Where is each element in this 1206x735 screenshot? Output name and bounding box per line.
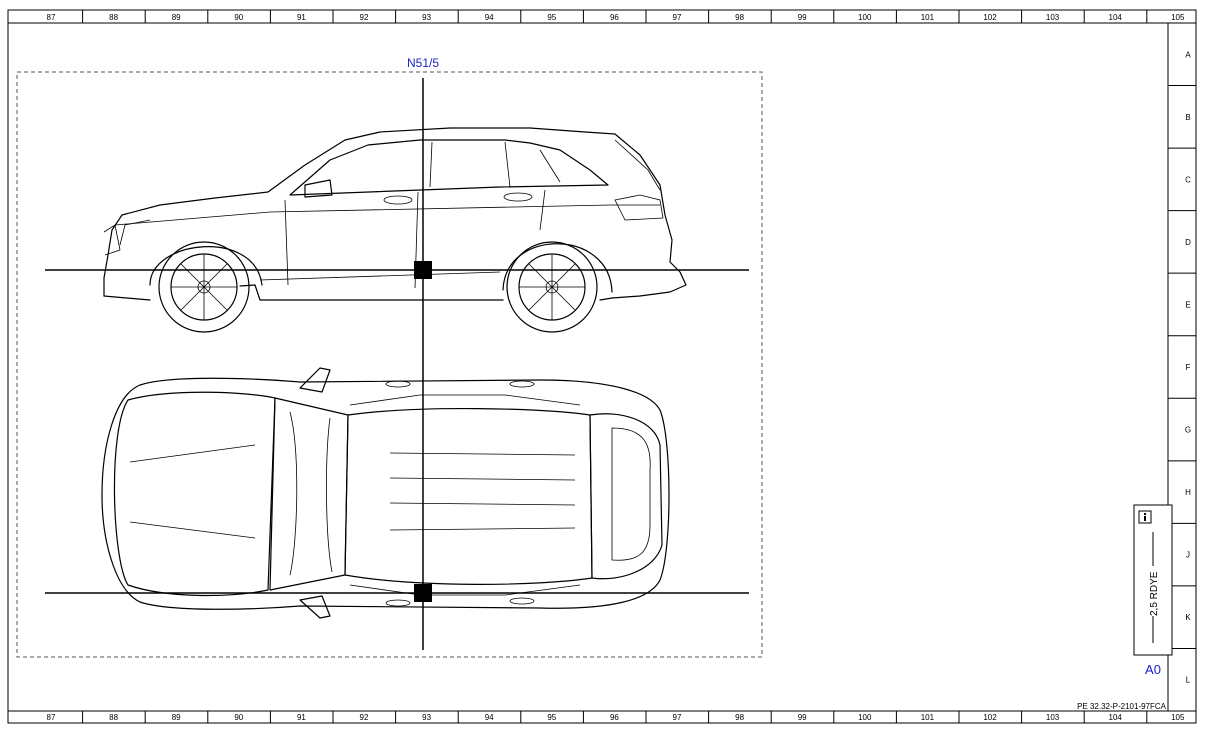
ruler-row-label: B — [1185, 113, 1190, 122]
ruler-column-label: 104 — [1109, 13, 1123, 22]
wire-legend: 2,5 RDYE — [1133, 504, 1173, 656]
side-view-marker[interactable] — [414, 261, 432, 279]
ruler-column-label: 90 — [234, 713, 243, 722]
ruler-row-label: H — [1185, 488, 1191, 497]
zone-label: A0 — [1145, 662, 1161, 677]
ruler-column-label: 101 — [921, 713, 935, 722]
ruler-column-label: 91 — [297, 13, 306, 22]
top-view-marker[interactable] — [414, 584, 432, 602]
ruler-column-label: 102 — [983, 713, 997, 722]
ruler-row-label: K — [1185, 613, 1191, 622]
ruler-column-label: 97 — [673, 13, 682, 22]
ruler-row-label: D — [1185, 238, 1191, 247]
component-label[interactable]: N51/5 — [407, 56, 439, 70]
ruler-column-label: 93 — [422, 713, 431, 722]
ruler-row-label: C — [1185, 175, 1191, 184]
ruler-column-label: 95 — [547, 13, 556, 22]
ruler-column-label: 94 — [485, 713, 494, 722]
info-icon-dot — [1144, 513, 1146, 515]
ruler-column-label: 93 — [422, 13, 431, 22]
ruler-column-label: 92 — [360, 13, 369, 22]
ruler-column-label: 96 — [610, 713, 619, 722]
ruler-column-label: 99 — [798, 13, 807, 22]
ruler-column-label: 87 — [47, 13, 56, 22]
ruler-column-label: 105 — [1171, 713, 1185, 722]
bottom-ruler: 87 88 89 90 91 92 93 94 95 96 97 98 99 100 101 102 103 10… — [47, 711, 1185, 723]
ruler-column-label: 90 — [234, 13, 243, 22]
ruler-column-label: 100 — [858, 713, 872, 722]
sheet-border — [7, 9, 1197, 724]
ruler-column-label: 98 — [735, 13, 744, 22]
ruler-row-label: F — [1186, 363, 1191, 372]
ruler-column-label: 103 — [1046, 713, 1060, 722]
ruler-column-label: 101 — [921, 13, 935, 22]
wire-label: 2,5 RDYE — [1149, 571, 1160, 616]
ruler-row-label: L — [1186, 676, 1191, 685]
ruler-column-label: 95 — [547, 713, 556, 722]
location-frame — [16, 71, 763, 658]
ruler-column-label: 99 — [798, 713, 807, 722]
ruler-column-label: 88 — [109, 13, 118, 22]
location-markers — [45, 78, 749, 650]
ruler-column-label: 94 — [485, 13, 494, 22]
ruler-column-label: 98 — [735, 713, 744, 722]
ruler-column-label: 97 — [673, 713, 682, 722]
ruler-column-label: 105 — [1171, 13, 1185, 22]
ruler-column-label: 91 — [297, 713, 306, 722]
ruler-row-label: E — [1185, 300, 1190, 309]
ruler-row-label: G — [1185, 426, 1191, 435]
document-reference: PE 32.32-P-2101-97FCA — [1077, 702, 1167, 711]
car-top-view — [101, 367, 670, 619]
ruler-row-label: A — [1185, 50, 1191, 59]
right-ruler: A B C D E F G H J K L — [1168, 50, 1196, 685]
info-icon-bar — [1144, 516, 1146, 521]
ruler-column-label: 102 — [983, 13, 997, 22]
top-ruler: 87 88 89 90 91 92 93 94 95 96 97 98 99 100 101 102 103 10… — [47, 10, 1185, 23]
ruler-column-label: 104 — [1109, 713, 1123, 722]
ruler-column-label: 89 — [172, 713, 181, 722]
ruler-column-label: 88 — [109, 713, 118, 722]
ruler-row-label: J — [1186, 551, 1190, 560]
ruler-column-label: 103 — [1046, 13, 1060, 22]
ruler-column-label: 96 — [610, 13, 619, 22]
ruler-column-label: 92 — [360, 713, 369, 722]
ruler-column-label: 100 — [858, 13, 872, 22]
ruler-column-label: 89 — [172, 13, 181, 22]
ruler-column-label: 87 — [47, 713, 56, 722]
car-side-view — [103, 127, 687, 333]
